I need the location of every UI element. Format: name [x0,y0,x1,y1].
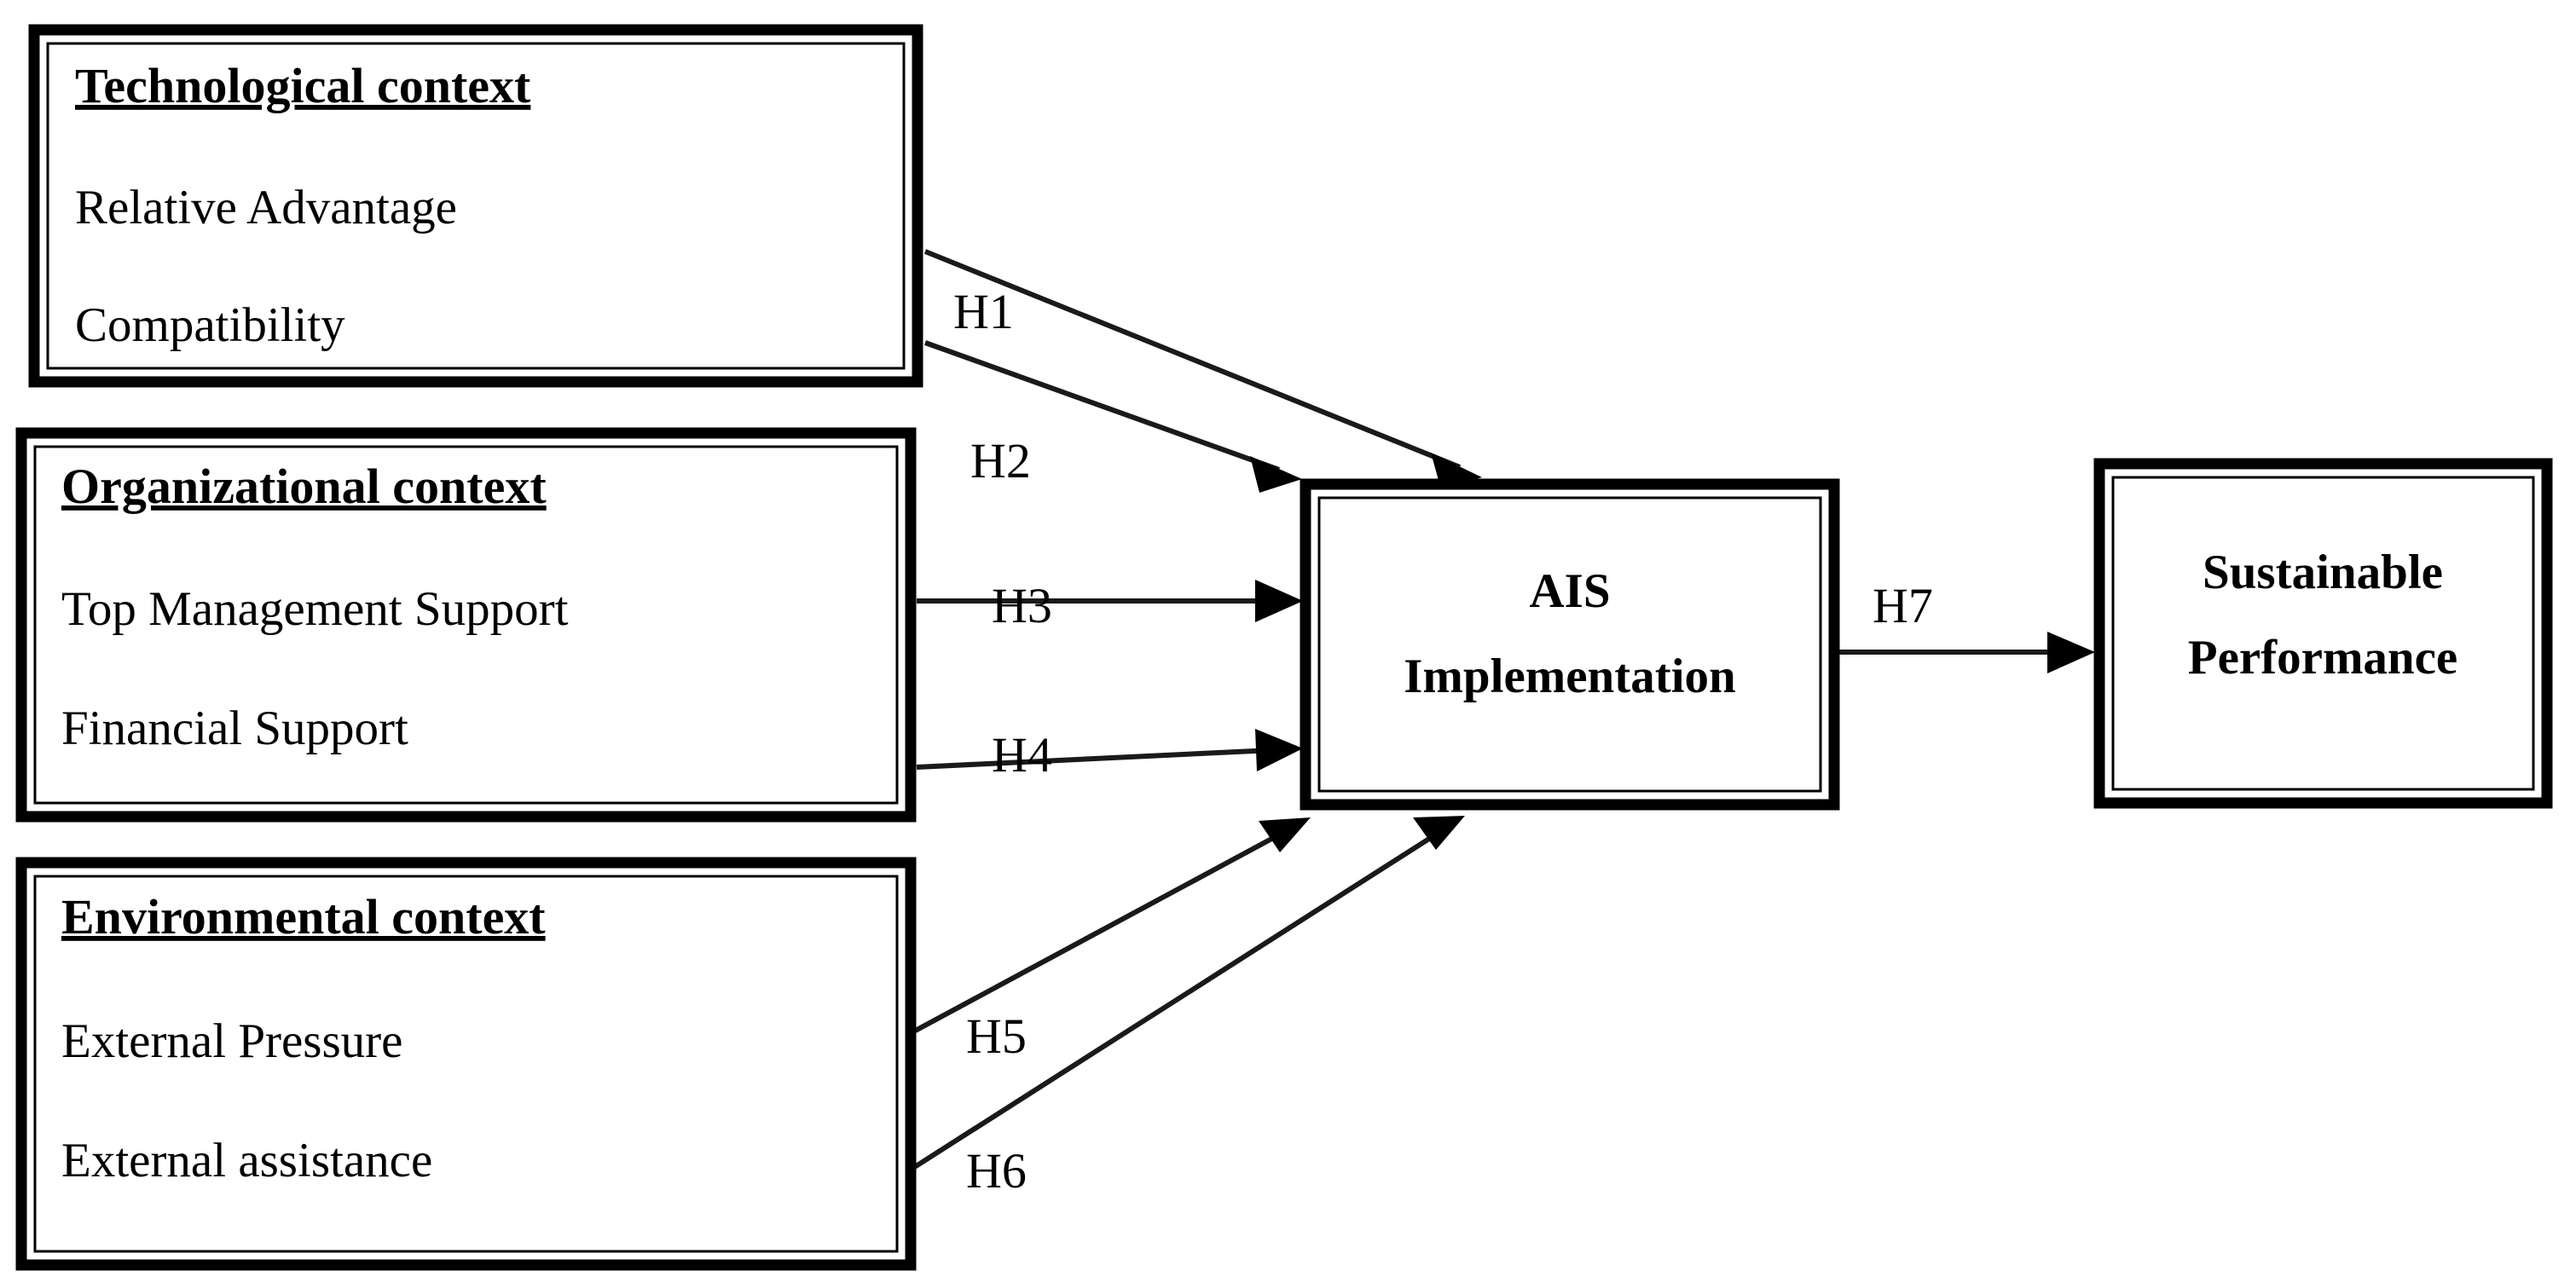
environmental-context-item-0: External Pressure [61,1014,402,1068]
edge-h3 [917,580,1303,622]
edge-label-h4: H4 [992,727,1052,783]
ais-implementation-label-line2: Implementation [1404,650,1735,703]
environmental-context-title: Environmental context [61,889,546,944]
edge-label-h1: H1 [953,284,1014,339]
node-environmental-context[interactable]: Environmental context External Pressure … [15,857,917,1271]
technological-context-title: Technological context [75,58,531,113]
edge-h7 [1839,632,2095,673]
edge-h4 [916,729,1303,771]
node-technological-context[interactable]: Technological context Relative Advantage… [28,24,923,388]
technological-context-item-1: Compatibility [75,298,345,352]
node-organizational-context[interactable]: Organizational context Top Management Su… [15,427,917,823]
ais-implementation-label-line1: AIS [1529,564,1610,618]
edge-label-h3: H3 [992,578,1052,633]
organizational-context-title: Organizational context [61,459,547,514]
sustainable-performance-label-line2: Performance [2188,631,2457,684]
sustainable-performance-label-line1: Sustainable [2203,546,2443,599]
node-ais-implementation[interactable]: AIS Implementation [1300,478,1840,811]
edge-label-h5: H5 [966,1008,1027,1064]
organizational-context-item-0: Top Management Support [61,582,569,636]
edge-h5 [909,817,1311,1036]
edge-label-h7: H7 [1873,578,1933,633]
edge-label-h2: H2 [970,433,1031,488]
organizational-context-item-1: Financial Support [61,702,408,755]
edge-label-h6: H6 [966,1143,1027,1198]
edge-h2 [923,340,1302,493]
node-sustainable-performance[interactable]: Sustainable Performance [2093,458,2553,809]
technological-context-item-0: Relative Advantage [75,181,457,234]
environmental-context-item-1: External assistance [61,1134,432,1187]
edge-h6 [909,816,1465,1172]
